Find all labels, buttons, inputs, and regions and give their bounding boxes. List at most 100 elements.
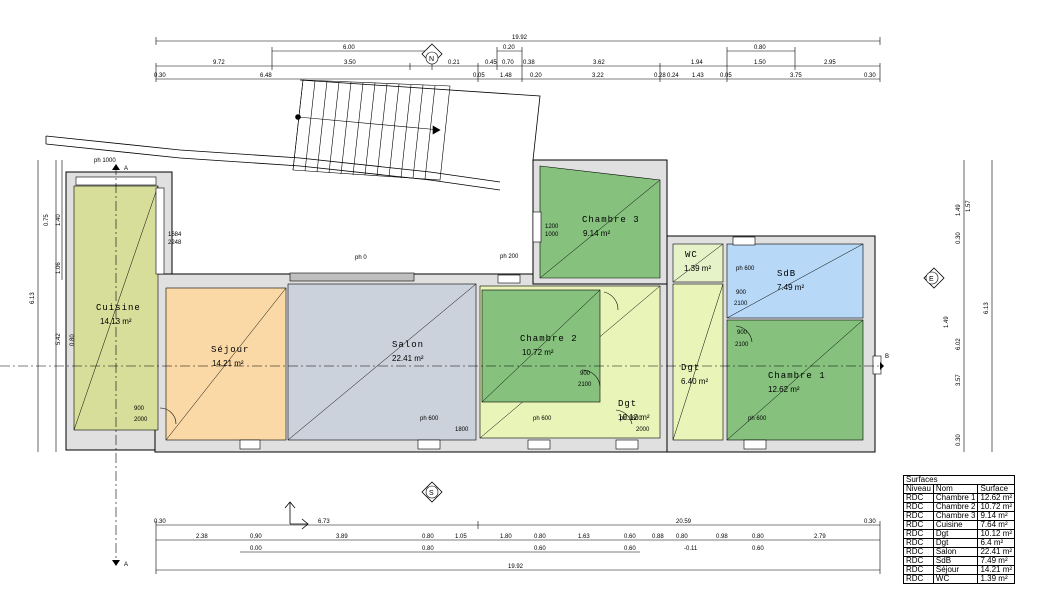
dim-overall-top: 19.92 bbox=[512, 35, 528, 41]
dim-bottom-row2-2: 3.89 bbox=[336, 534, 348, 540]
dim-right-0: 6.13 bbox=[984, 302, 990, 314]
dim-top-row2-5: 0.38 bbox=[523, 60, 535, 66]
dim-bottom-row3-5: 0.60 bbox=[752, 546, 764, 552]
dim-top-row2-3: 0.45 bbox=[485, 60, 497, 66]
dim-top-row3-6: 0.28 bbox=[654, 73, 666, 79]
dgt-main-name: Dgt bbox=[618, 399, 637, 409]
room-chambre1 bbox=[726, 319, 864, 441]
dim-top-row2-8: 1.50 bbox=[754, 60, 766, 66]
dim-top-row3-1: 6.48 bbox=[260, 73, 272, 79]
left-dimension-labels: 6.13 5.42 0.80 0.75 1.40 1.06 bbox=[30, 214, 76, 346]
dim-top-row3-4: 0.20 bbox=[530, 73, 542, 79]
annotation-ph600-sdb: ph 600 bbox=[736, 266, 755, 272]
dim-bottom-row2-4: 1.05 bbox=[455, 534, 467, 540]
annotation-w2248: 2248 bbox=[168, 240, 182, 246]
salon-name: Salon bbox=[392, 340, 424, 350]
left-dimensions bbox=[37, 160, 63, 452]
room-wc bbox=[672, 243, 724, 283]
south-compass: S bbox=[421, 481, 443, 503]
annotation-w900: 900 bbox=[134, 406, 145, 412]
annotation-w1200: 1200 bbox=[545, 224, 559, 230]
dim-top-row2-4: 0.70 bbox=[502, 60, 514, 66]
dim-bottom-row2-13: 2.79 bbox=[814, 534, 826, 540]
annotation-w2100-sdb: 2100 bbox=[734, 301, 748, 307]
dim-left-0: 6.13 bbox=[30, 292, 36, 304]
south-label: S bbox=[429, 490, 434, 497]
dim-right-6: 0.30 bbox=[956, 434, 962, 446]
annotation-ph1000: ph 1000 bbox=[94, 158, 116, 164]
room-labels: Cuisine 14.13 m² Séjour 14.21 m² Salon 2… bbox=[96, 215, 825, 422]
annotation-ph600-dgt: ph 600 bbox=[533, 416, 552, 422]
dim-top-row3-0: 0.30 bbox=[154, 73, 166, 79]
room-sdb bbox=[726, 243, 864, 319]
dim-bottom-row2-10: 0.80 bbox=[676, 534, 688, 540]
dim-top-row2-7: 1.94 bbox=[691, 60, 703, 66]
section-markers: A A B bbox=[112, 164, 889, 568]
cell-nom: WC bbox=[932, 574, 979, 584]
dim-bottom-row3-1: 0.80 bbox=[422, 546, 434, 552]
dim-bottom-row2-9: 0.88 bbox=[652, 534, 664, 540]
cell-surface: 1.39 m² bbox=[977, 574, 1016, 584]
section-lines bbox=[0, 165, 882, 565]
annotation-ph200: ph 200 bbox=[500, 254, 519, 260]
section-a-top-label: A bbox=[124, 166, 128, 172]
dim-bottom-row2-7: 1.63 bbox=[578, 534, 590, 540]
annotation-w900-ch2: 900 bbox=[580, 371, 591, 377]
east-label: E bbox=[929, 276, 934, 283]
dim-bottom-row2-8: 0.60 bbox=[624, 534, 636, 540]
dim-bottom-row2-6: 0.80 bbox=[534, 534, 546, 540]
sdb-area: 7.49 m² bbox=[777, 283, 804, 292]
dim-bottom-row2-1: 0.90 bbox=[250, 534, 262, 540]
dim-top-row3-7: 0.24 bbox=[667, 73, 679, 79]
annotation-w1800: 1800 bbox=[455, 427, 469, 433]
room-sejour bbox=[165, 287, 287, 441]
dim-top-row2-6: 3.62 bbox=[593, 60, 605, 66]
room-chambre2 bbox=[481, 289, 601, 403]
bottom-dimension-labels: 0.30 6.73 20.59 0.30 2.38 0.90 3.89 0.80… bbox=[154, 519, 876, 570]
annotation-ph0: ph 0 bbox=[355, 255, 367, 261]
surfaces-table: Surfaces Niveau Nom Surface RDC Chambre … bbox=[902, 475, 1016, 584]
chambre3-area: 9.14 m² bbox=[583, 229, 610, 238]
dim-top-row1-c: 0.80 bbox=[754, 45, 766, 51]
annotation-w1000: 1000 bbox=[545, 232, 559, 238]
chambre3-name: Chambre 3 bbox=[582, 215, 640, 225]
annotation-ph1800: ph 1800 bbox=[620, 416, 642, 422]
dim-right-2: 1.57 bbox=[966, 200, 972, 212]
axis-origin-arrow bbox=[284, 501, 309, 530]
room-salon bbox=[287, 283, 477, 441]
dim-bottom-row1-3: 0.30 bbox=[864, 519, 876, 525]
salon-area: 22.41 m² bbox=[392, 354, 424, 363]
dim-bottom-row2-5: 1.80 bbox=[500, 534, 512, 540]
dim-bottom-row3-4: -0.11 bbox=[684, 546, 698, 552]
dim-top-row2-2: 0.21 bbox=[448, 60, 460, 66]
dim-bottom-row3-2: 0.60 bbox=[534, 546, 546, 552]
sejour-area: 14.21 m² bbox=[212, 359, 244, 368]
dim-top-row2-0: 9.72 bbox=[213, 60, 225, 66]
annotation-ph600-ch1: ph 600 bbox=[748, 416, 767, 422]
east-compass: E bbox=[923, 267, 945, 289]
dim-top-row3-10: 3.75 bbox=[790, 73, 802, 79]
opening-annotations: ph 1000 ph 0 ph 200 ph 600 ph 600 ph 600… bbox=[94, 158, 767, 433]
dim-top-row3-2: 0.05 bbox=[473, 73, 485, 79]
annotation-w2100-ch2: 2100 bbox=[578, 382, 592, 388]
windows-doors bbox=[75, 176, 882, 450]
dim-left-2: 0.80 bbox=[70, 334, 76, 346]
dim-top-row1-a: 6.00 bbox=[343, 45, 355, 51]
dgt-small-area: 6.40 m² bbox=[681, 377, 708, 386]
dgt-small-name: Dgt bbox=[681, 363, 700, 373]
dim-right-7: 1.49 bbox=[944, 316, 950, 328]
dim-right-1: 1.49 bbox=[956, 204, 962, 216]
exterior-stair bbox=[292, 79, 451, 181]
dim-top-row2-9: 2.95 bbox=[824, 60, 836, 66]
dim-left-5: 1.06 bbox=[56, 262, 62, 274]
dim-left-1: 5.42 bbox=[56, 333, 62, 345]
dim-top-row1-b: 0.20 bbox=[503, 45, 515, 51]
cuisine-name: Cuisine bbox=[96, 303, 141, 313]
top-dimension-labels: 19.92 6.00 0.20 0.80 9.72 3.50 0.21 0.45… bbox=[154, 35, 876, 79]
annotation-w900-sdb: 900 bbox=[736, 290, 747, 296]
right-dimensions bbox=[963, 160, 993, 452]
cuisine-area: 14.13 m² bbox=[100, 317, 132, 326]
dim-top-row3-9: 0.05 bbox=[720, 73, 732, 79]
